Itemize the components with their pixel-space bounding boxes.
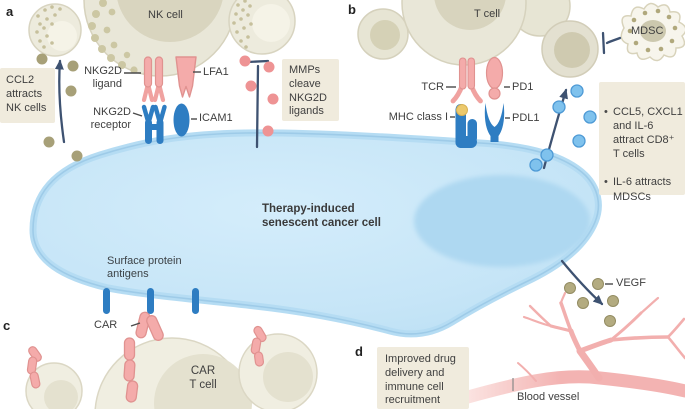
mdsc-label: MDSC <box>631 25 664 37</box>
lfa1-label: LFA1 <box>203 66 229 78</box>
car-receptor-small-right <box>250 325 267 367</box>
mhc-class-i-label: MHC class I <box>388 111 448 123</box>
cytokines-item: • IL-6 attracts MDSCs <box>604 175 683 203</box>
car-t-cell-label: CAR T cell <box>189 365 217 391</box>
vegf-arrow <box>560 259 604 306</box>
cytokine-molecules <box>529 84 597 172</box>
panel-label-d: d <box>355 344 363 359</box>
senescent-cell-nucleus <box>414 175 590 267</box>
vegf-label: VEGF <box>616 277 646 289</box>
panel-label-b: b <box>348 2 356 17</box>
cytokines-item-text: CCL5, CXCL1 and IL-6 attract CD8⁺ T cell… <box>613 106 683 161</box>
panel-label-a: a <box>6 4 14 19</box>
mmp-inhibition-tbar <box>246 59 270 149</box>
nkg2d-receptor-connector <box>132 112 143 117</box>
mdsc-cell <box>620 2 685 62</box>
pd1-label: PD1 <box>512 81 534 93</box>
panel-label-c: c <box>3 318 11 333</box>
bullet-icon: • <box>604 106 608 119</box>
car-label: CAR <box>94 319 118 331</box>
t-cell-label: T cell <box>474 8 501 20</box>
t-cell <box>401 0 527 66</box>
surface-antigens-label: Surface protein antigens <box>107 255 182 281</box>
lfa1-receptor <box>175 56 197 98</box>
bullet-icon: • <box>604 176 608 189</box>
surface-antigen-bars <box>103 288 199 314</box>
ccl2-molecules <box>36 53 83 162</box>
pd1-receptor <box>485 56 504 100</box>
t-cell-neighbor <box>357 8 409 60</box>
nkg2d-receptor <box>141 104 167 144</box>
icam1-receptor <box>173 103 190 137</box>
tcr-receptor <box>450 57 483 104</box>
cytokines-callout: • CCL5, CXCL1 and IL-6 attract CD8⁺ T ce… <box>599 82 685 203</box>
cd8-t-cell <box>541 20 599 78</box>
pdl1-receptor <box>484 103 505 142</box>
ccl2-attraction-arrow <box>54 59 66 144</box>
peptide-antigen <box>456 104 468 116</box>
cytokines-item: • CCL5, CXCL1 and IL-6 attract CD8⁺ T ce… <box>604 105 683 161</box>
car-t-cell-small-right <box>238 333 318 409</box>
nkg2d-ligand-label: NKG2D ligand <box>84 65 122 91</box>
mdsc-inhibition-tbar <box>601 31 622 55</box>
tcr-label: TCR <box>421 81 444 93</box>
improved-delivery-callout: Improved drug delivery and immune cell r… <box>377 347 469 409</box>
senescent-cancer-cell <box>29 129 602 338</box>
mmp-molecules <box>239 55 279 137</box>
mhc-class-i-receptor <box>455 104 477 148</box>
pdl1-label: PDL1 <box>512 112 540 124</box>
blood-vessel <box>461 291 685 404</box>
granular-nk-cell-right <box>228 0 296 55</box>
car-receptor-small-left <box>26 346 42 389</box>
car-receptor-main <box>123 311 164 403</box>
cytokines-item-text: IL-6 attracts MDSCs <box>613 176 672 203</box>
mmps-callout: MMPs cleave NKG2D ligands <box>282 59 339 121</box>
nkg2d-receptor-label: NKG2D receptor <box>90 106 131 132</box>
vegf-molecules <box>564 278 619 327</box>
nk-cell-label: NK cell <box>148 9 183 21</box>
car-t-cell-small-left <box>25 362 83 409</box>
nkg2d-ligand-receptor <box>141 56 166 103</box>
granular-nk-cell-left <box>28 3 82 57</box>
blood-vessel-label: Blood vessel <box>517 391 580 403</box>
icam1-label: ICAM1 <box>199 112 233 124</box>
senescent-cell-label: Therapy-induced senescent cancer cell <box>262 203 381 230</box>
car-connector <box>130 322 141 327</box>
nk-cell <box>83 0 237 77</box>
ccl2-callout: CCL2 attracts NK cells <box>0 68 55 123</box>
